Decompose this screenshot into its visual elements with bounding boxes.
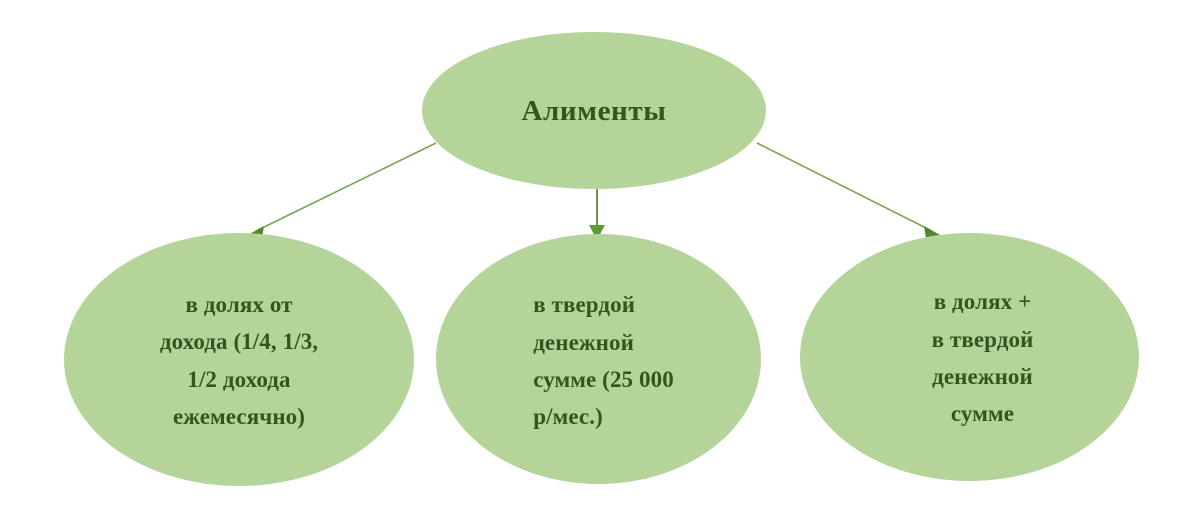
node-shares-label: в долях от дохода (1/4, 1/3, 1/2 дохода … <box>159 291 319 429</box>
connector-root-to-fixed-sum <box>589 186 605 240</box>
connector-root-to-combined <box>756 142 942 238</box>
node-shares[interactable]: в долях от дохода (1/4, 1/3, 1/2 дохода … <box>64 233 414 486</box>
node-alimenty-root[interactable]: Алименты <box>422 32 766 189</box>
node-fixed-sum[interactable]: в твердой денежной сумме (25 000 р/мес.) <box>436 234 761 484</box>
node-root-label: Алименты <box>521 95 667 128</box>
connector-root-to-shares <box>246 142 437 238</box>
node-fixed-sum-label: в твердой денежной сумме (25 000 р/мес.) <box>533 292 674 430</box>
node-combined[interactable]: в долях + в твердой денежной сумме <box>800 233 1139 481</box>
node-combined-label: в долях + в твердой денежной сумме <box>931 289 1034 427</box>
